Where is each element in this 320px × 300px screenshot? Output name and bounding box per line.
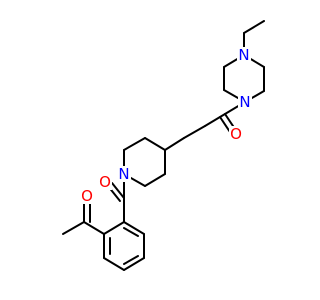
atom-label-o1: O <box>230 125 242 143</box>
atom-label-n2: N <box>239 93 250 111</box>
atom-label-o2: O <box>99 173 111 191</box>
bond-lines <box>62 20 265 271</box>
oxygen-atom: O <box>80 187 94 205</box>
bond <box>62 221 85 235</box>
atom-labels: N N N O O O <box>80 46 252 205</box>
atom-label-n3: N <box>118 165 129 183</box>
nitrogen-atom: N <box>117 165 131 183</box>
nitrogen-atom: N <box>238 93 252 111</box>
atom-label-o3: O <box>81 187 93 205</box>
bond <box>83 221 105 235</box>
bond <box>123 137 146 151</box>
bond <box>123 227 139 237</box>
oxygen-atom: O <box>98 173 112 191</box>
atom-label-n1: N <box>238 46 249 64</box>
bond <box>123 221 145 235</box>
bond <box>111 182 125 199</box>
bond <box>144 137 166 151</box>
molecule-structure: N N N O O O <box>62 20 265 271</box>
bond <box>164 137 185 151</box>
bond <box>204 113 226 127</box>
oxygen-atom: O <box>229 125 243 143</box>
bond <box>103 257 125 271</box>
bond <box>123 255 139 265</box>
bond <box>103 221 125 235</box>
bond <box>183 125 206 139</box>
nitrogen-atom: N <box>237 46 251 64</box>
bond <box>243 20 265 34</box>
bond <box>144 173 166 187</box>
bond <box>123 257 145 271</box>
molecule-structure-canvas: N N N O O O <box>62 20 265 271</box>
